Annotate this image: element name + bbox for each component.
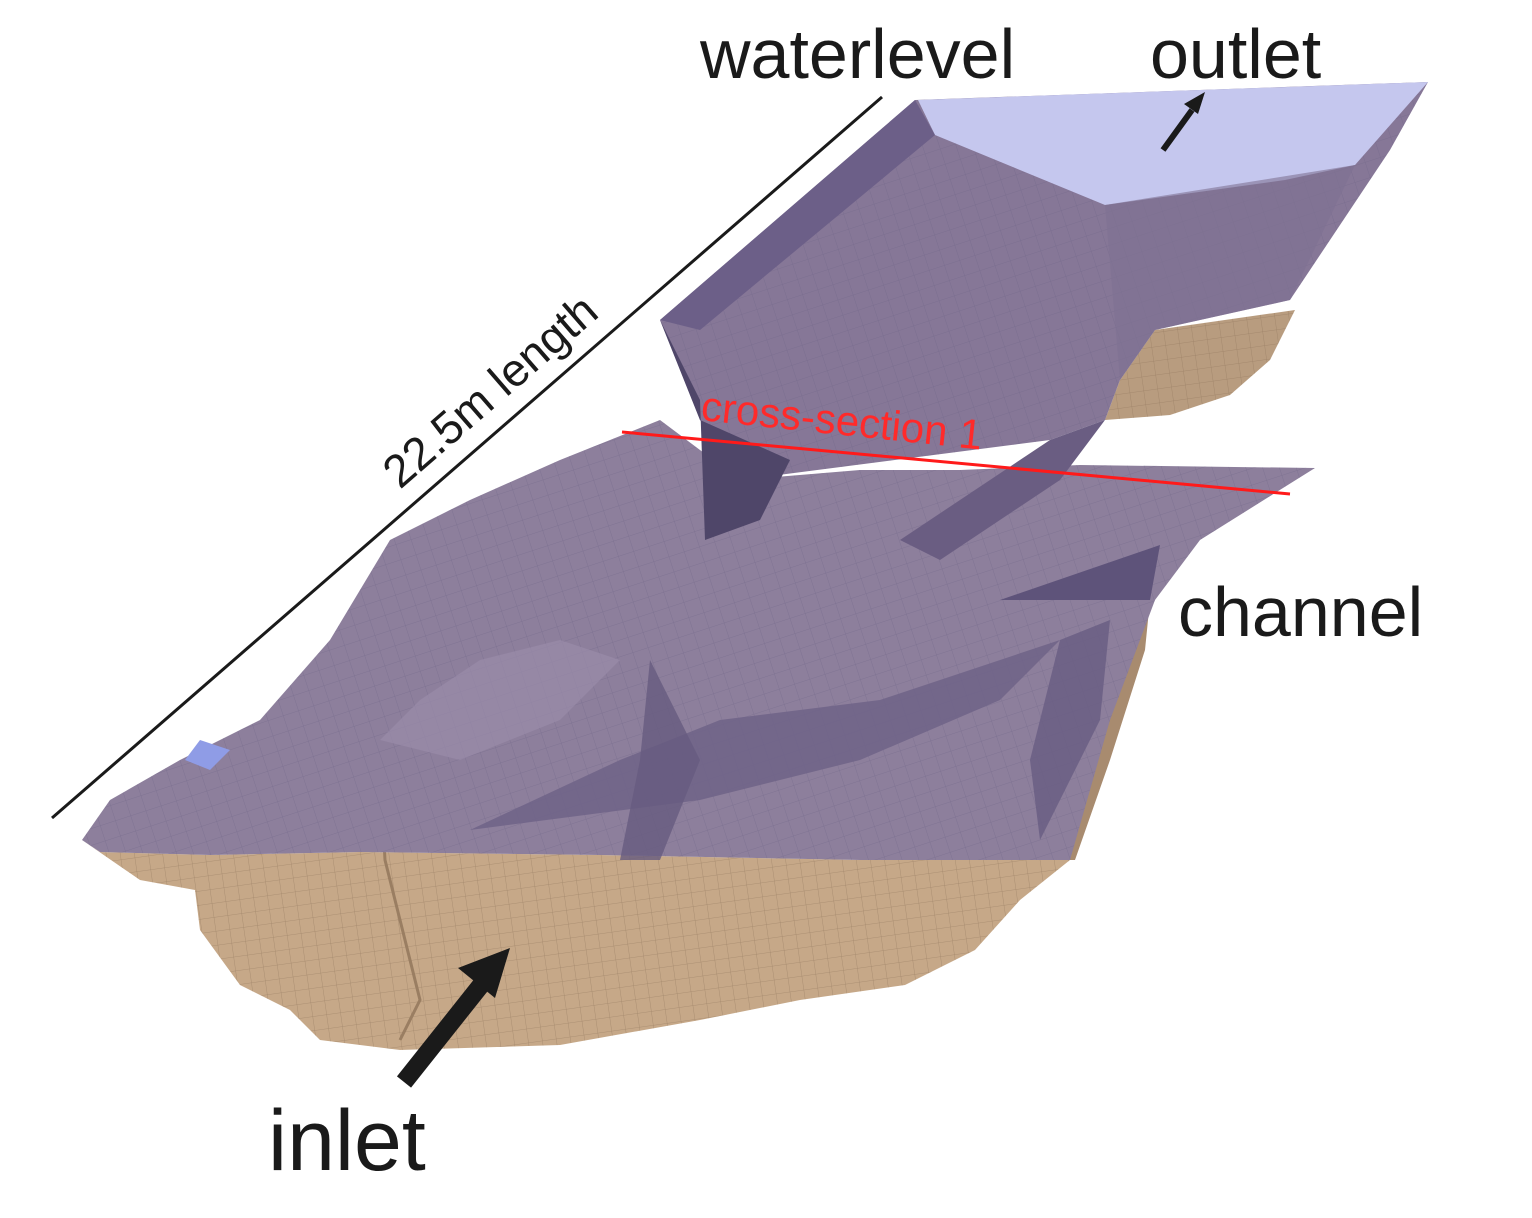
channel-label: channel (1178, 573, 1423, 651)
water-patch (185, 740, 230, 770)
outlet-label: outlet (1150, 15, 1321, 93)
water-surface (82, 82, 1428, 860)
terrain-body (82, 310, 1295, 1050)
waterlevel-label: waterlevel (699, 15, 1015, 93)
inlet-arrow-icon (396, 948, 510, 1088)
inlet-label: inlet (268, 1093, 426, 1189)
length-dimension-line (51, 95, 883, 820)
outlet-arrow-icon (1160, 92, 1205, 152)
cross-section-line (621, 430, 1291, 496)
